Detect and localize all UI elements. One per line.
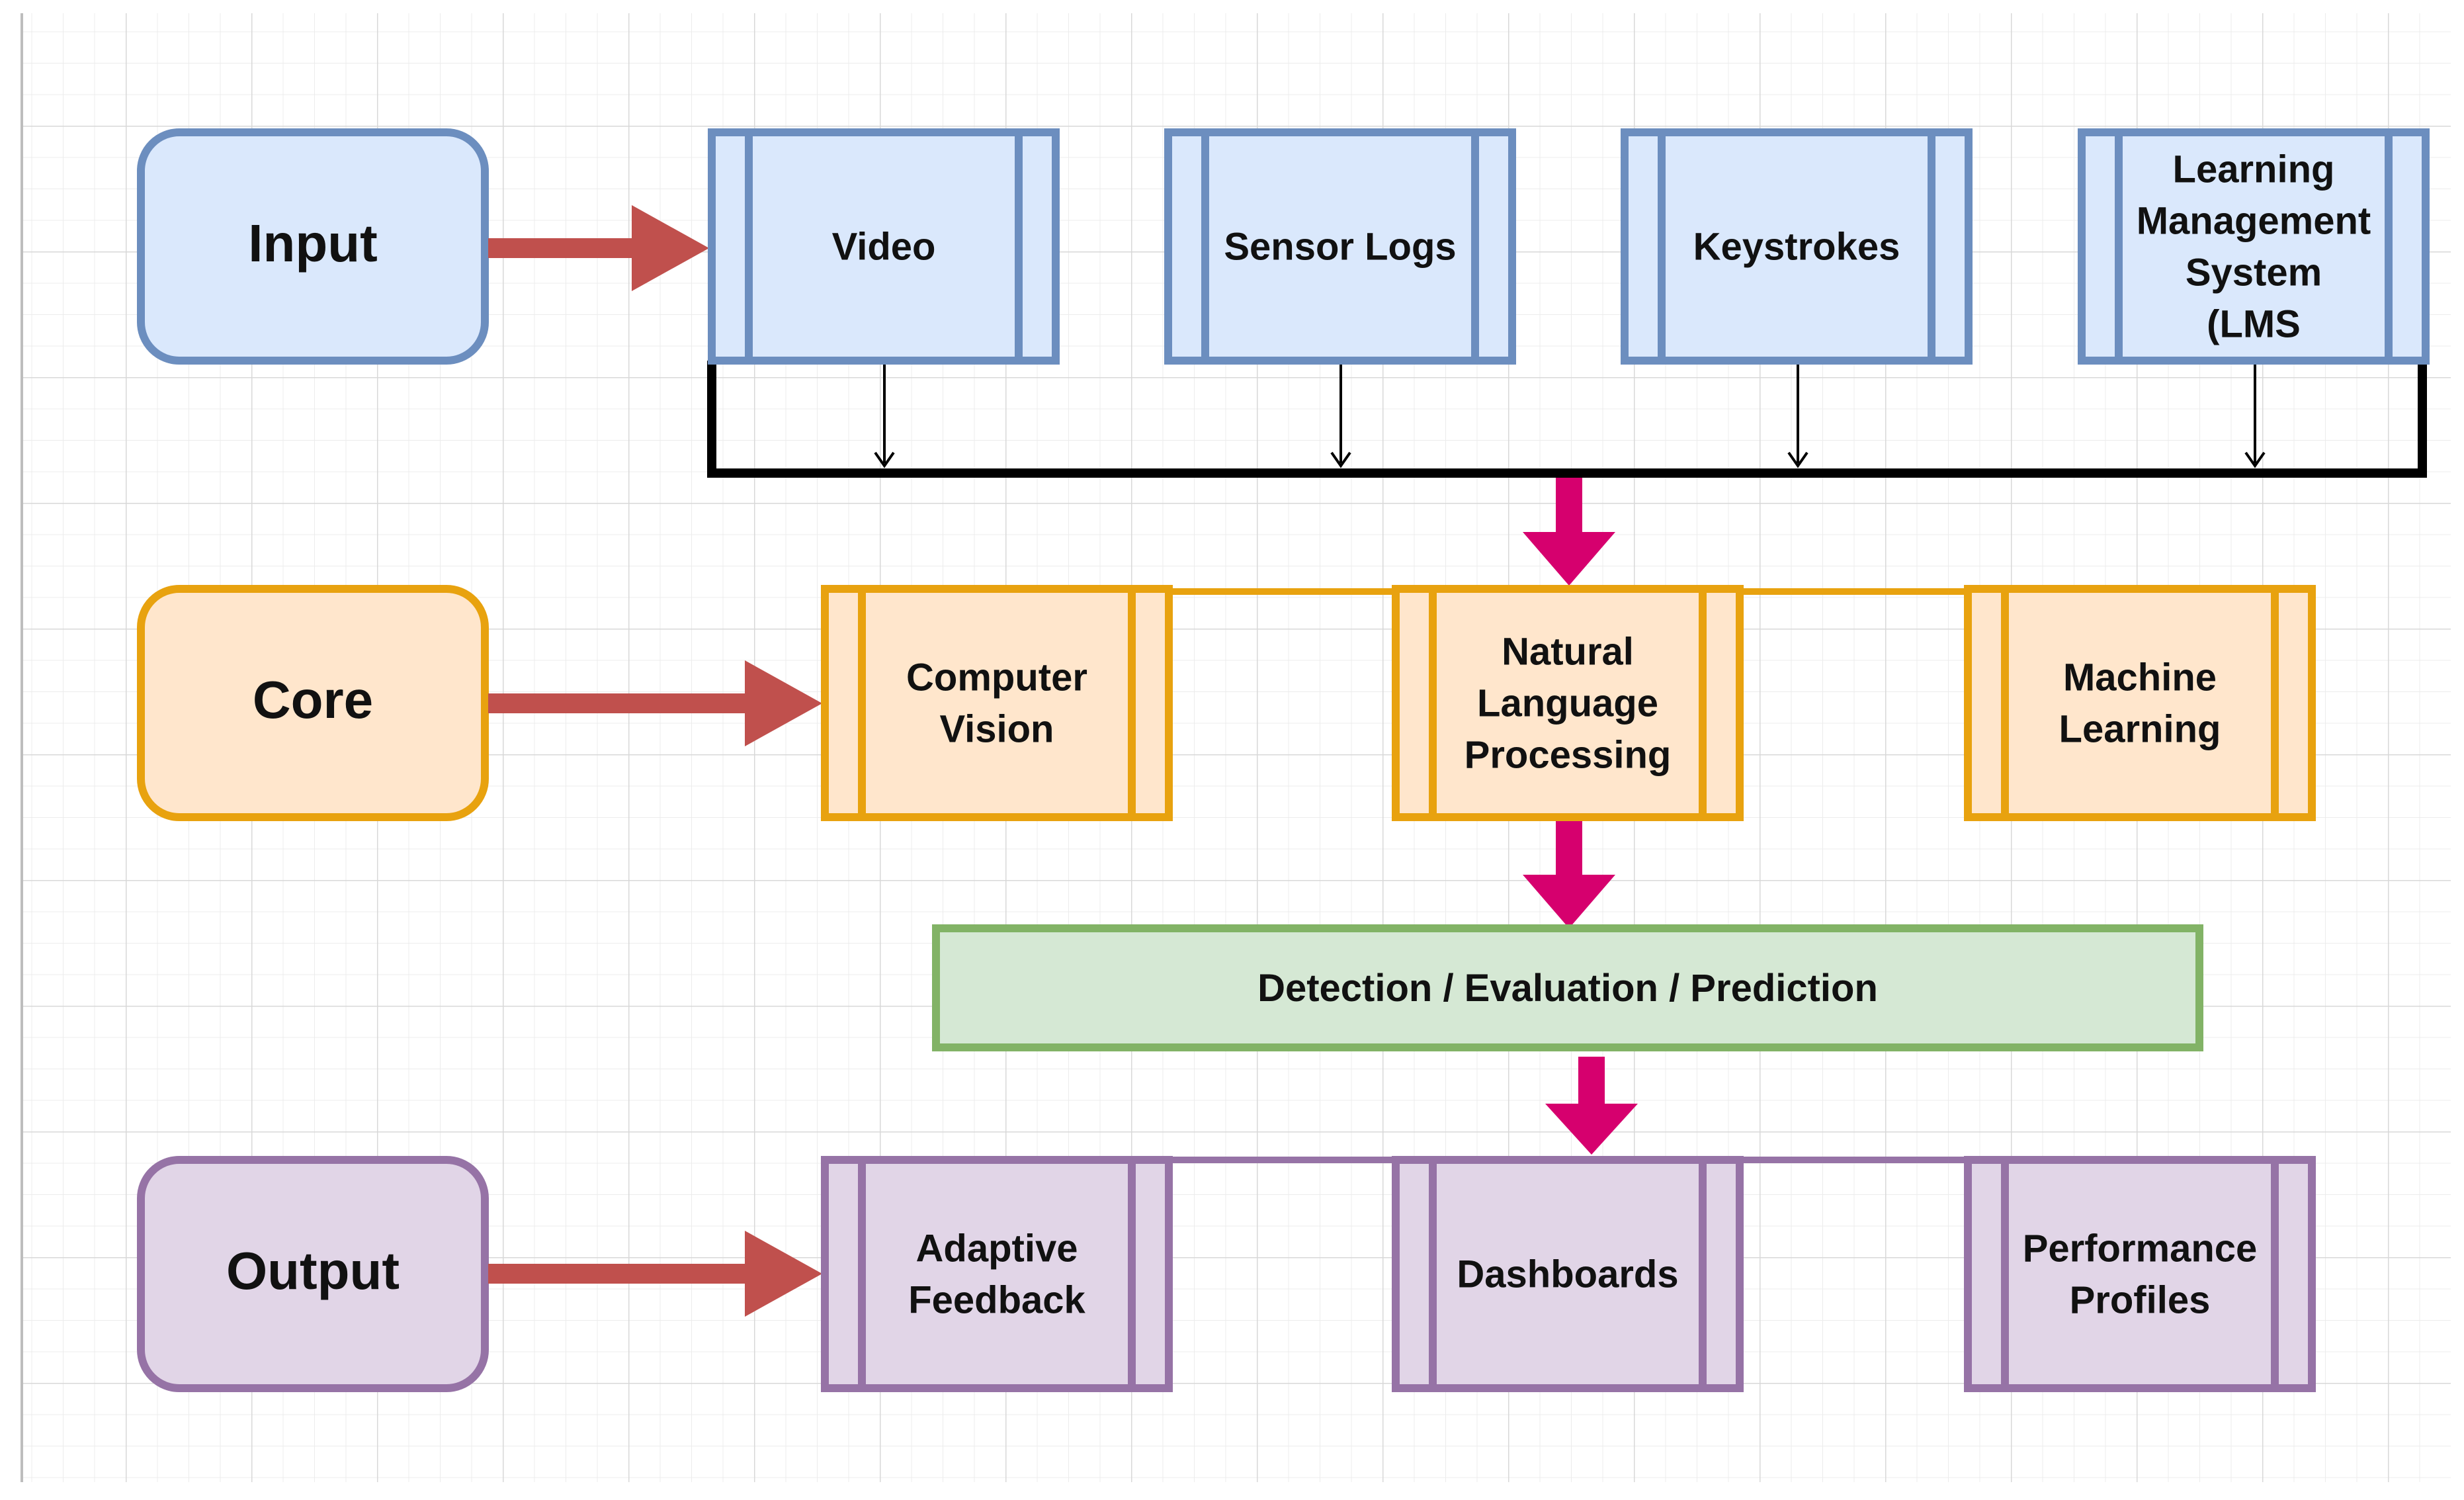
stage-core: Core: [137, 585, 489, 821]
core-node-box: [1964, 585, 2316, 821]
stage-input: Input: [137, 128, 489, 365]
core-node-label-line: Processing: [1465, 734, 1672, 777]
stage-core-label: Core: [253, 670, 373, 729]
stage-arrows: [488, 205, 822, 1317]
output-node-label-line: Adaptive: [916, 1227, 1078, 1270]
input-node-box: [1164, 128, 1516, 365]
stage-output-label: Output: [226, 1241, 400, 1300]
output-node-label-line: Feedback: [908, 1279, 1085, 1322]
input-node-label-line: Learning: [2173, 148, 2335, 191]
output-node-label-line: Dashboards: [1457, 1253, 1678, 1296]
output-node-2: Dashboards: [1392, 1156, 1744, 1392]
stage-output: Output: [137, 1156, 489, 1392]
input-stage-arrow: [488, 205, 709, 291]
bus-to-core-arrow: [1523, 478, 1615, 586]
input-bus-bracket: [707, 361, 2427, 478]
core-node-label-line: Vision: [940, 708, 1054, 751]
input-node-label-line: System: [2186, 251, 2322, 294]
output-stage-arrow: [488, 1231, 822, 1317]
input-node-box: [708, 128, 1060, 365]
input-node-label-line: Management: [2137, 200, 2371, 243]
input-node-box: [2078, 128, 2430, 365]
core-node-box: [1392, 585, 1744, 821]
input-node-label-line: Keystrokes: [1693, 226, 1900, 269]
output-node-label-line: Performance: [2023, 1227, 2258, 1270]
core-node-label-line: Computer: [906, 656, 1087, 699]
detection-bar: Detection / Evaluation / Prediction: [932, 924, 2203, 1051]
input-drop-arrows: [874, 364, 2266, 468]
input-node-box: [1621, 128, 1973, 365]
input-node-2: Sensor Logs: [1164, 128, 1516, 365]
output-node-box: [1964, 1156, 2316, 1392]
input-node-label-line: Sensor Logs: [1224, 226, 1456, 269]
output-node-box: [1392, 1156, 1744, 1392]
core-stage-arrow: [488, 660, 822, 746]
core-node-label-line: Learning: [2059, 708, 2221, 751]
core-node-label-line: Machine: [2063, 656, 2217, 699]
core-to-detection-arrow: [1523, 820, 1615, 928]
stage-core-box: [137, 585, 489, 821]
input-node-1: Video: [708, 128, 1060, 365]
output-node-label-line: Profiles: [2070, 1279, 2211, 1322]
input-node-label-line: (LMS: [2207, 303, 2301, 346]
output-node-box: [821, 1156, 1173, 1392]
detection-bar-label: Detection / Evaluation / Prediction: [1257, 967, 1878, 1010]
stage-input-box: [137, 128, 489, 365]
core-node-label-line: Language: [1477, 682, 1658, 725]
stage-input-label: Input: [248, 214, 377, 273]
input-node-3: Keystrokes: [1621, 128, 1973, 365]
core-node-box: [821, 585, 1173, 821]
detection-to-output-arrow: [1545, 1057, 1638, 1155]
flow-arrows: [1523, 478, 1638, 1155]
stage-output-box: [137, 1156, 489, 1392]
detection-bar-box: [932, 924, 2203, 1051]
input-node-label-line: Video: [832, 226, 936, 269]
core-node-label-line: Natural: [1502, 631, 1634, 674]
